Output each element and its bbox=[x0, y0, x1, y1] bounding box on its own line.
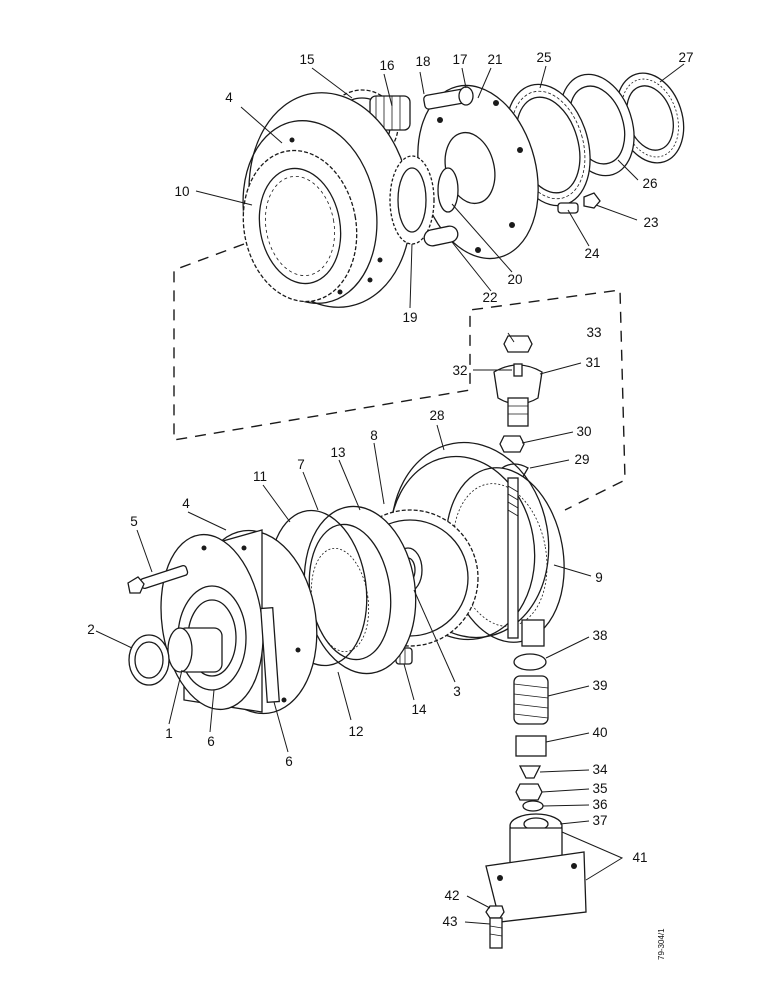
callout-21: 20 bbox=[507, 272, 522, 287]
part-44-bolt bbox=[489, 917, 503, 949]
callout-28: 27 bbox=[678, 50, 693, 65]
part-23-dowel bbox=[423, 225, 459, 247]
callout-33: 32 bbox=[452, 363, 467, 378]
callout-27: 26 bbox=[642, 176, 657, 191]
part-20-planet-gear bbox=[389, 155, 435, 245]
callout-37: 36 bbox=[592, 797, 607, 812]
part-35-cone bbox=[518, 765, 542, 779]
part-37-washer bbox=[522, 800, 544, 812]
callout-32: 31 bbox=[585, 355, 600, 370]
part-36-nut bbox=[515, 783, 543, 801]
adjuster-rod bbox=[507, 477, 545, 647]
callout-18: 17 bbox=[452, 52, 467, 67]
part-5-bolt bbox=[127, 564, 189, 594]
lower-assembly bbox=[127, 441, 565, 715]
callout-23: 22 bbox=[482, 290, 497, 305]
callout-42: 41 bbox=[632, 850, 647, 865]
part-6-lock-plate bbox=[260, 607, 280, 703]
callout-6: 6 bbox=[285, 754, 293, 769]
part-1-shaft bbox=[167, 627, 223, 673]
callout-4a: 4 bbox=[225, 90, 233, 105]
callout-39: 38 bbox=[592, 628, 607, 643]
callout-30: 29 bbox=[574, 452, 589, 467]
part-11-ring-gear bbox=[242, 149, 358, 303]
part-32-cap bbox=[493, 364, 543, 427]
callout-10: 9 bbox=[595, 570, 603, 585]
callout-13: 12 bbox=[348, 724, 363, 739]
callout-38: 37 bbox=[592, 813, 607, 828]
callout-7: 6 bbox=[207, 734, 215, 749]
part-2-seal bbox=[128, 634, 170, 686]
part-21-thrust-washer bbox=[437, 167, 459, 213]
callout-9: 8 bbox=[370, 428, 378, 443]
callout-8: 7 bbox=[297, 457, 305, 472]
part-39-washer bbox=[513, 653, 547, 671]
callout-11: 10 bbox=[174, 184, 189, 199]
leader-lines bbox=[95, 63, 685, 925]
callout-24: 23 bbox=[643, 215, 658, 230]
callout-20: 19 bbox=[402, 310, 417, 325]
callout-17: 16 bbox=[379, 58, 394, 73]
callout-43: 42 bbox=[444, 888, 459, 903]
figure-reference: 79-304/1 bbox=[657, 928, 666, 960]
callout-labels: 4 10 15 16 18 17 21 25 27 26 23 24 20 22… bbox=[87, 50, 693, 929]
callout-1: 1 bbox=[165, 726, 173, 741]
part-40-spring bbox=[513, 675, 549, 725]
callout-19: 18 bbox=[415, 54, 430, 69]
part-31-nut bbox=[499, 435, 525, 453]
part-25-bolt bbox=[557, 202, 579, 214]
callout-41: 40 bbox=[592, 725, 607, 740]
callout-5: 5 bbox=[130, 514, 138, 529]
part-42-body bbox=[485, 827, 587, 923]
callout-16: 15 bbox=[299, 52, 314, 67]
adjuster-lower-stack bbox=[485, 477, 587, 949]
assembly-guide-line bbox=[173, 243, 626, 511]
callout-22: 21 bbox=[487, 52, 502, 67]
part-34-nut bbox=[503, 335, 533, 353]
part-24-bolt bbox=[583, 192, 601, 209]
callout-25: 24 bbox=[584, 246, 600, 261]
callout-2: 2 bbox=[87, 622, 95, 637]
part-19-planet-pin bbox=[423, 86, 474, 110]
callout-34: 33 bbox=[586, 325, 601, 340]
callout-26: 25 bbox=[536, 50, 551, 65]
callout-15: 14 bbox=[411, 702, 427, 717]
callout-4b: 4 bbox=[182, 496, 190, 511]
adjuster-upper-stack bbox=[493, 335, 543, 483]
callout-14: 13 bbox=[330, 445, 345, 460]
callout-3: 3 bbox=[453, 684, 461, 699]
callout-12: 11 bbox=[253, 469, 267, 484]
callout-29: 28 bbox=[429, 408, 444, 423]
upper-assembly bbox=[242, 72, 685, 308]
callout-36: 35 bbox=[592, 781, 607, 796]
callout-40: 39 bbox=[592, 678, 607, 693]
callout-44: 43 bbox=[442, 914, 457, 929]
callout-35: 34 bbox=[592, 762, 608, 777]
part-33-stud bbox=[513, 363, 523, 377]
part-41-sleeve bbox=[515, 735, 547, 757]
callout-31: 30 bbox=[576, 424, 591, 439]
